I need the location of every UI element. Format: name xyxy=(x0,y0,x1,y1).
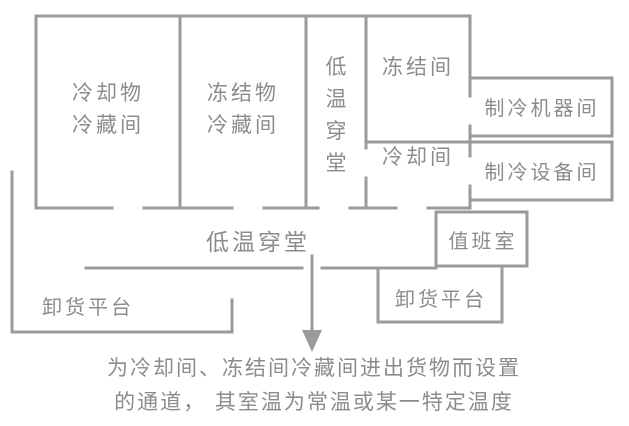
platform-left-outline xyxy=(10,170,234,334)
arrow-down-icon xyxy=(302,330,322,352)
room-label-freezing-room: 冻结间 xyxy=(382,55,454,79)
room-label-platform-right: 卸货平台 xyxy=(395,287,487,311)
machine-room-outline xyxy=(468,76,614,138)
duty-room-outline xyxy=(434,210,529,268)
corridor-annotation: 为冷却间、冻结间冷藏间进出货物而设置 的通道， 其室温为常温或某一特定温度 xyxy=(14,352,614,419)
room-label-frozen-storage: 冻结物 冷藏间 xyxy=(181,78,305,141)
room-label-cooling-room: 冷却间 xyxy=(382,145,454,169)
corridor-annotation-line1: 为冷却间、冻结间冷藏间进出货物而设置 xyxy=(107,356,521,380)
room-label-machine-room: 制冷机器间 xyxy=(484,96,600,120)
room-label-equipment-room: 制冷设备间 xyxy=(484,160,600,184)
chilled-storage-line2: 冷藏间 xyxy=(72,112,144,137)
platform-right-outline xyxy=(376,266,504,324)
room-label-main-corridor: 低温穿堂 xyxy=(206,230,310,256)
room-label-platform-left: 卸货平台 xyxy=(42,295,134,319)
room-label-vertical-corridor: 低温穿堂 xyxy=(325,55,347,175)
corridor-annotation-line2: 的通道， 其室温为常温或某一特定温度 xyxy=(114,389,514,414)
room-label-duty-room: 值班室 xyxy=(448,229,518,253)
chilled-storage-line1: 冷却物 xyxy=(72,81,144,105)
equipment-room-outline xyxy=(468,140,614,202)
frozen-storage-line2: 冷藏间 xyxy=(207,112,279,137)
room-label-chilled-storage: 冷却物 冷藏间 xyxy=(46,78,170,141)
frozen-storage-line1: 冻结物 xyxy=(207,81,279,105)
